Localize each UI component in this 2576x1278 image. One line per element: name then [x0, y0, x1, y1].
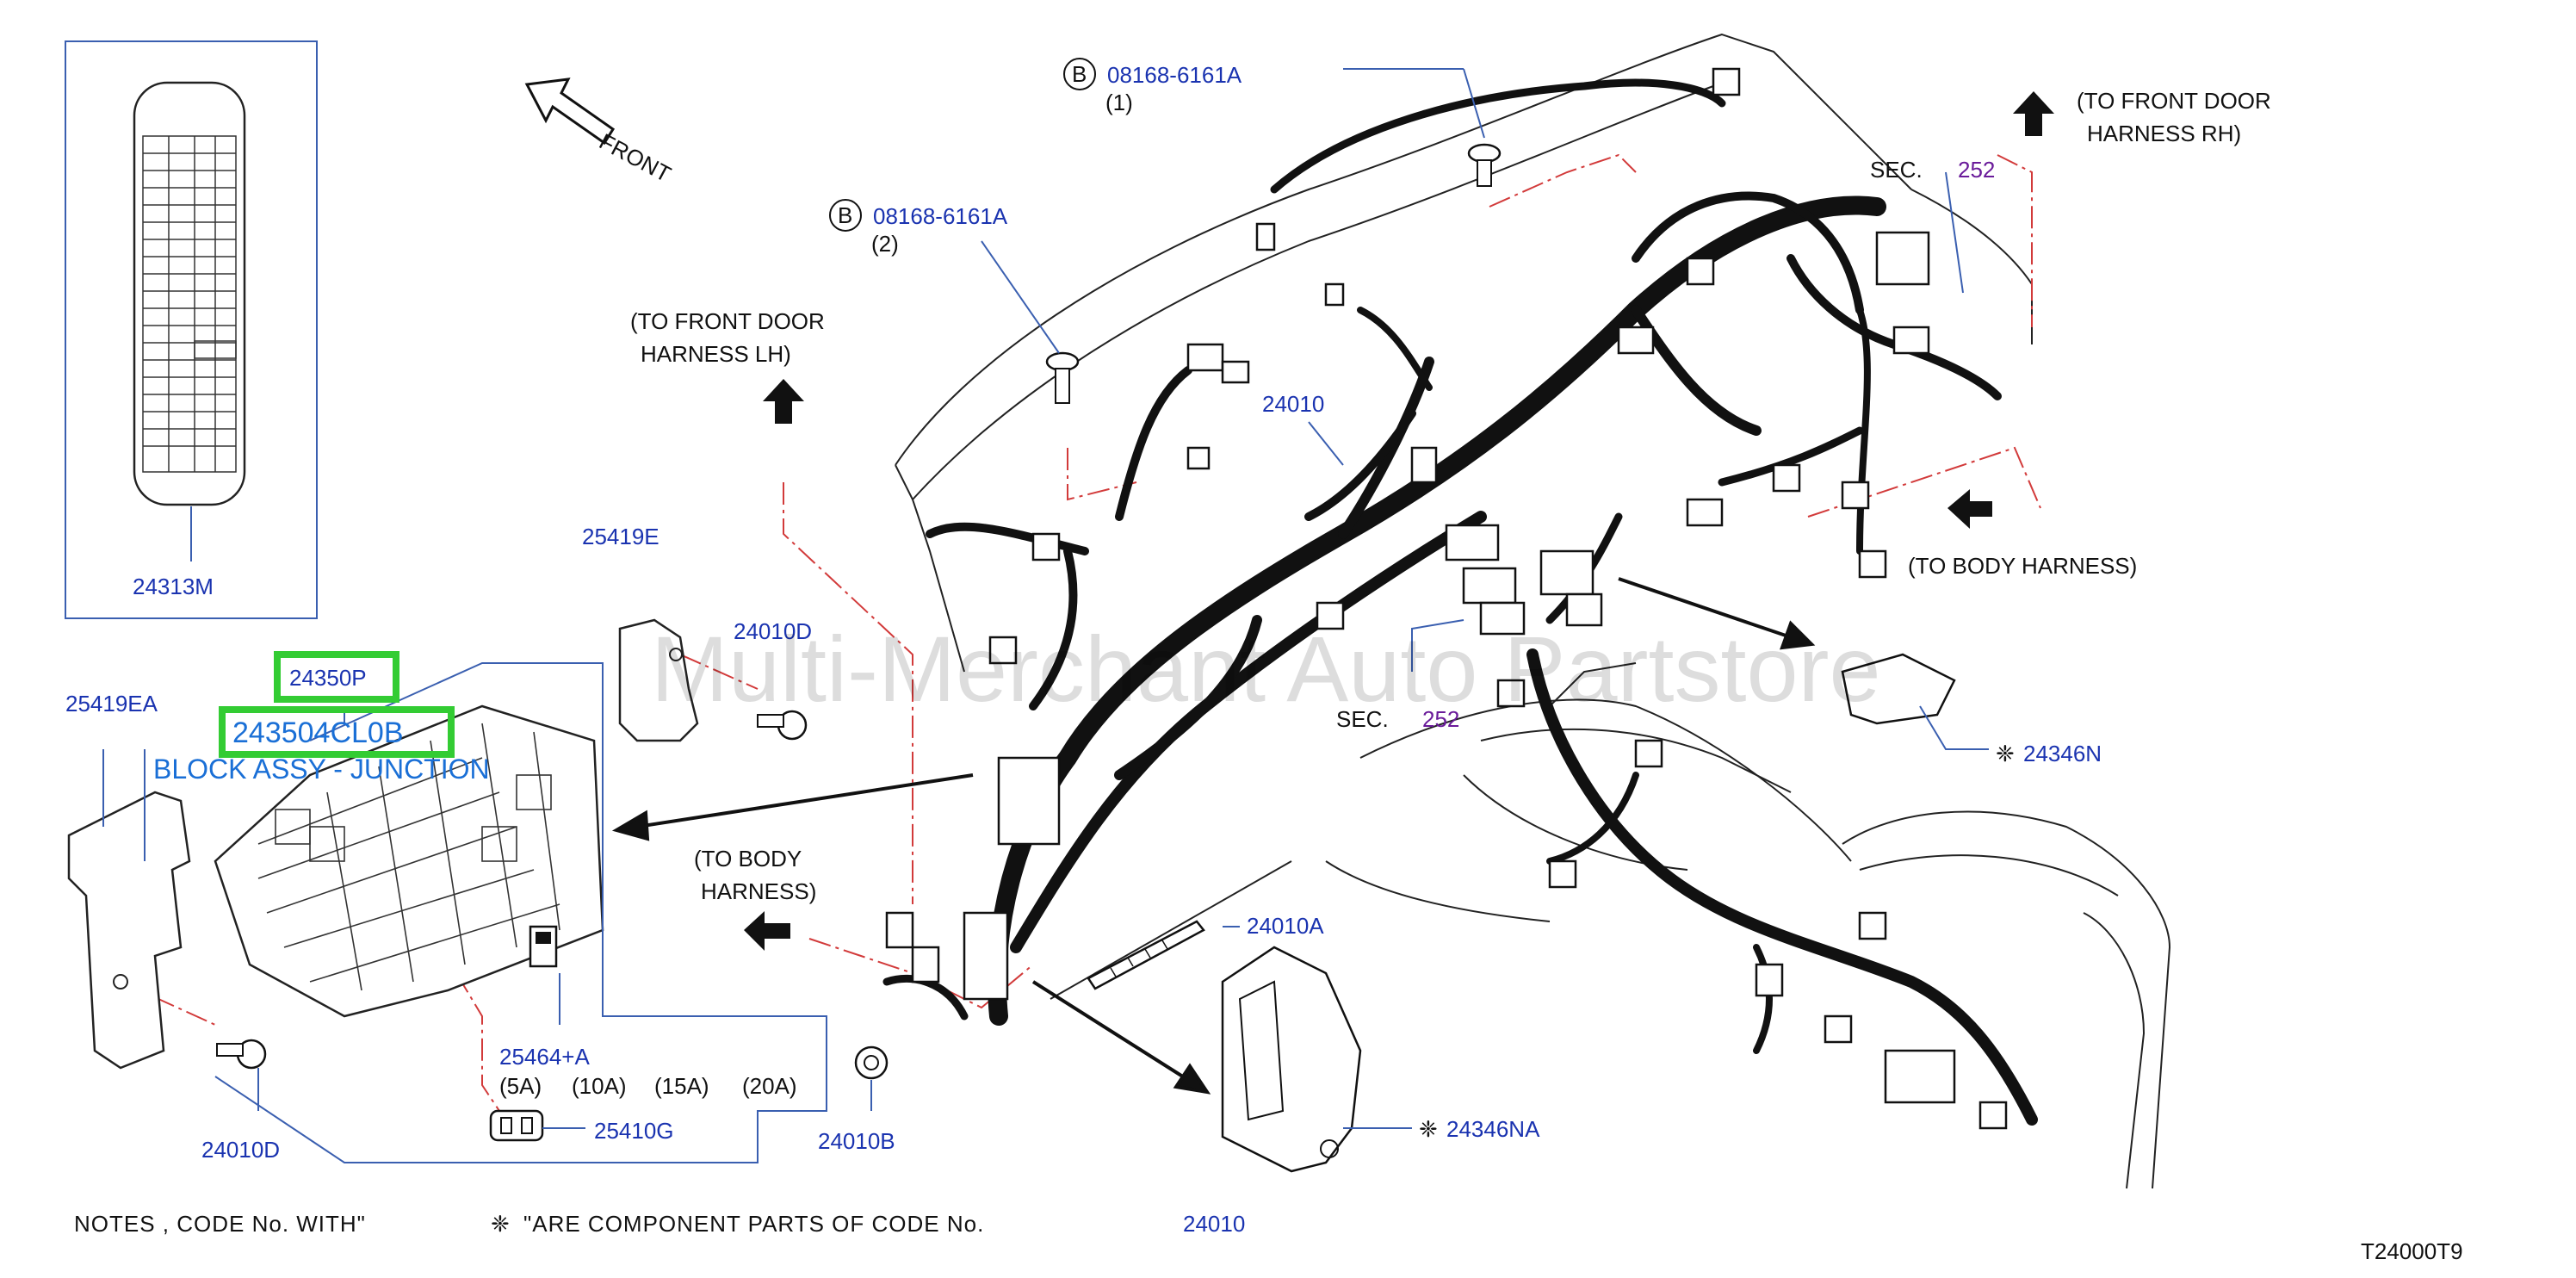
- part-25410g: 25410G: [594, 1118, 674, 1144]
- bolt1-callout: B 08168-6161A (1): [1063, 58, 1242, 115]
- bolt1-code: 08168-6161A: [1107, 62, 1242, 88]
- fuse-10a: (10A): [572, 1073, 627, 1099]
- highlight-243504cl0b: 243504CL0B: [219, 706, 455, 758]
- main-wire-harness: [882, 78, 2038, 1126]
- dash-dot-connectors: [120, 153, 2041, 1112]
- clip-24346n: [1841, 653, 1956, 725]
- fuse-25410g: [489, 1109, 544, 1142]
- fuse-label-grid: [142, 135, 237, 473]
- part-24313m: 24313M: [133, 574, 214, 599]
- bolt1-circle-letter: B: [1072, 61, 1087, 87]
- part-25464a: 25464+A: [499, 1044, 590, 1070]
- part-24010-main: 24010: [1262, 391, 1324, 417]
- front-arrow: [524, 78, 616, 146]
- pin-24010a: [1087, 920, 1205, 990]
- part-24350p: 24350P: [289, 665, 367, 691]
- arrow-up-right: [2013, 91, 2054, 136]
- to-body-harness-left-line2: HARNESS): [701, 878, 816, 904]
- bolt-08168-2: [1045, 351, 1080, 404]
- bolt2-circle-letter: B: [838, 202, 852, 228]
- sec-mid-number: 252: [1422, 706, 1459, 732]
- fuse-15a: (15A): [654, 1073, 709, 1099]
- bolt2-callout: B 08168-6161A (2): [829, 199, 1008, 257]
- fuse-5a: (5A): [499, 1073, 542, 1099]
- part-24346na: 24346NA: [1446, 1116, 1540, 1142]
- direction-arrows: [611, 91, 2054, 1095]
- arrow-left-body-left: [744, 911, 790, 951]
- component-mark-24346na: ❈: [1419, 1116, 1438, 1142]
- part-25419e: 25419E: [582, 524, 659, 549]
- to-body-harness-right: (TO BODY HARNESS): [1908, 553, 2137, 579]
- bolt-24010d-bottom: [216, 1039, 267, 1070]
- part-24010b: 24010B: [818, 1128, 895, 1154]
- fuse-20a: (20A): [742, 1073, 797, 1099]
- bolt-24010d-top: [757, 710, 808, 741]
- part-24010d-bottom: 24010D: [201, 1137, 280, 1163]
- to-body-harness-left-line1: (TO BODY: [694, 846, 802, 872]
- notes-suffix: "ARE COMPONENT PARTS OF CODE No.: [523, 1211, 984, 1237]
- notes-code: 24010: [1183, 1211, 1245, 1237]
- figure-code: T24000T9: [2361, 1238, 2463, 1264]
- notes-prefix: NOTES , CODE No. WITH": [74, 1211, 366, 1237]
- harness-connectors: [885, 67, 2008, 1130]
- nut-24010b: [854, 1045, 889, 1080]
- sec-top-label: SEC.: [1870, 157, 1923, 183]
- arrow-left-body-right: [1947, 489, 1992, 529]
- sec-mid-label: SEC.: [1336, 706, 1389, 732]
- watermark: Multi-Merchant Auto Partstore: [651, 617, 1881, 721]
- arrow-up-left: [763, 379, 804, 424]
- to-front-door-lh-line2: HARNESS LH): [641, 341, 791, 367]
- bolt1-qty: (1): [1105, 90, 1133, 115]
- part-25419ea: 25419EA: [65, 691, 158, 717]
- junction-block-name: BLOCK ASSY - JUNCTION: [153, 754, 490, 785]
- bracket-25419e: [618, 618, 699, 742]
- component-mark-24346n: ❈: [1996, 741, 2015, 766]
- to-front-door-rh-line1: (TO FRONT DOOR: [2077, 88, 2271, 114]
- to-front-door-lh-line1: (TO FRONT DOOR: [630, 308, 825, 334]
- bolt-08168-1: [1467, 143, 1502, 187]
- leader-lines: [102, 68, 1989, 1163]
- fuse-25464a: [529, 925, 558, 968]
- part-24010d-top: 24010D: [734, 618, 812, 644]
- part-243504cl0b: 243504CL0B: [232, 717, 404, 749]
- part-24346n: 24346N: [2023, 741, 2102, 766]
- bolt2-qty: (2): [871, 231, 899, 257]
- highlight-24350p: 24350P: [274, 651, 399, 703]
- front-label: FRONT: [595, 128, 675, 188]
- bracket-24346na: [1221, 946, 1362, 1173]
- to-front-door-rh-line2: HARNESS RH): [2087, 121, 2241, 146]
- bolt2-code: 08168-6161A: [873, 203, 1008, 229]
- notes-component-mark: ❈: [491, 1211, 510, 1237]
- part-24010a: 24010A: [1247, 913, 1324, 939]
- fuse-label-inset: [65, 40, 318, 619]
- sec-top-number: 252: [1958, 157, 1995, 183]
- bracket-25419ea: [67, 791, 191, 1070]
